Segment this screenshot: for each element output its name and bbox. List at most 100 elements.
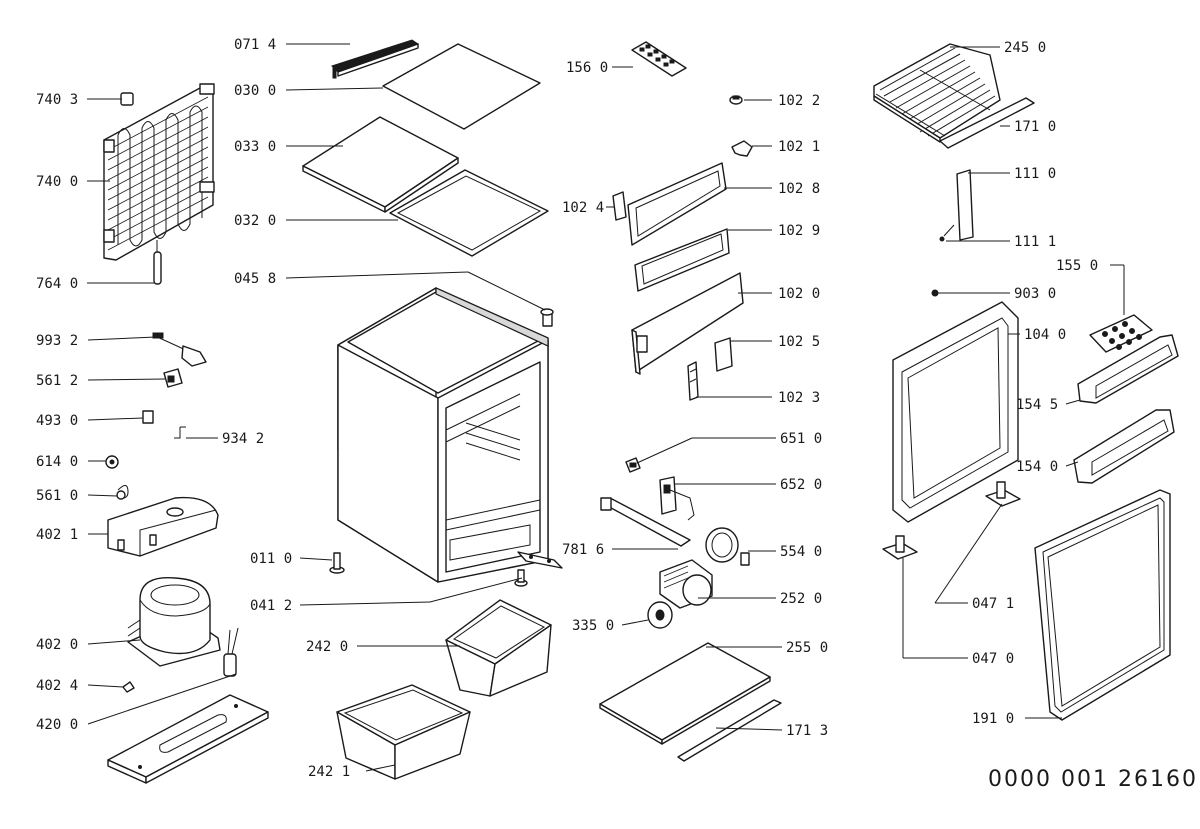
door-shelf-upper-drawing [1077, 334, 1179, 404]
part-labels: 740 3 740 0 764 0 993 2 561 2 493 0 934 … [36, 37, 1198, 792]
power-cable-drawing [152, 332, 207, 367]
label-554-0: 554 0 [780, 544, 822, 560]
label-032-0: 032 0 [234, 213, 276, 229]
dial-drawing [647, 601, 673, 629]
label-154-5: 154 5 [1016, 397, 1058, 413]
compressor-drawing [127, 576, 221, 667]
label-993-2: 993 2 [36, 333, 78, 349]
egg-tray-drawing [1089, 314, 1153, 353]
cabinet-drawing [337, 287, 549, 583]
front-trim-drawing [331, 39, 420, 79]
label-171-3: 171 3 [786, 723, 828, 739]
compressor-bracket-drawing [107, 496, 219, 557]
label-102-8: 102 8 [778, 181, 820, 197]
label-420-0: 420 0 [36, 717, 78, 733]
label-191-0: 191 0 [972, 711, 1014, 727]
base-plate-drawing [107, 694, 269, 784]
label-102-0: 102 0 [778, 286, 820, 302]
top-frame-drawing [389, 169, 549, 257]
top-panel-drawing [302, 116, 459, 213]
label-764-0: 764 0 [36, 276, 78, 292]
terminal-cover-drawing [116, 485, 129, 500]
label-102-1: 102 1 [778, 139, 820, 155]
door-handle-drawing [956, 169, 974, 241]
compressor-clip-drawing [122, 681, 135, 693]
label-740-3: 740 3 [36, 92, 78, 108]
label-011-0: 011 0 [250, 551, 292, 567]
freezer-door-latch-drawing [687, 361, 699, 401]
thermostat-housing-drawing [659, 559, 713, 609]
label-781-6: 781 6 [562, 542, 604, 558]
handle-screw-drawing [939, 224, 955, 242]
label-614-0: 614 0 [36, 454, 78, 470]
label-111-1: 111 1 [1014, 234, 1056, 250]
label-102-4: 102 4 [562, 200, 604, 216]
crisper-large-drawing [336, 684, 471, 780]
freezer-door-flap-drawing [714, 337, 733, 372]
label-111-0: 111 0 [1014, 166, 1056, 182]
thermostat-knob-drawing [705, 527, 750, 566]
label-102-2: 102 2 [778, 93, 820, 109]
part-illustrations [103, 39, 1179, 784]
door-gasket-drawing [1034, 489, 1171, 721]
label-402-0: 402 0 [36, 637, 78, 653]
cover-cap-drawing [931, 289, 939, 297]
label-242-0: 242 0 [306, 639, 348, 655]
label-561-0: 561 0 [36, 488, 78, 504]
adjustable-foot-drawing [329, 552, 345, 574]
label-934-2: 934 2 [222, 431, 264, 447]
crisper-small-drawing [445, 599, 552, 697]
freezer-door-seal-drawing [634, 228, 730, 292]
worktop-drawing [382, 43, 541, 130]
hinge-bushing-upper-drawing [985, 481, 1021, 507]
dryer-filter-drawing [153, 240, 162, 285]
door-drawing [892, 301, 1019, 523]
hinge-pin-drawing [540, 308, 554, 327]
condenser-drawing [103, 83, 215, 261]
hinge-bushing-lower-drawing [882, 535, 918, 560]
wire-shelf-drawing [873, 43, 1001, 143]
label-033-0: 033 0 [234, 139, 276, 155]
label-071-4: 071 4 [234, 37, 276, 53]
label-155-0: 155 0 [1056, 258, 1098, 274]
condenser-clip-drawing [120, 92, 134, 106]
label-402-1: 402 1 [36, 527, 78, 543]
thermostat-drawing [659, 476, 695, 521]
relay-drawing [163, 368, 183, 388]
freezer-door-gasket-frame-drawing [627, 162, 727, 246]
label-255-0: 255 0 [786, 640, 828, 656]
label-561-2: 561 2 [36, 373, 78, 389]
capacitor-drawing [223, 627, 239, 677]
freezer-door-knob-drawing [729, 95, 743, 105]
label-335-0: 335 0 [572, 618, 614, 634]
label-102-9: 102 9 [778, 223, 820, 239]
label-156-0: 156 0 [566, 60, 608, 76]
label-245-0: 245 0 [1004, 40, 1046, 56]
label-651-0: 651 0 [780, 431, 822, 447]
label-171-0: 171 0 [1014, 119, 1056, 135]
label-402-4: 402 4 [36, 678, 78, 694]
label-045-8: 045 8 [234, 271, 276, 287]
freezer-door-drawing [631, 272, 744, 375]
drawing-number: 0000 001 26160 [988, 767, 1198, 792]
label-030-0: 030 0 [234, 83, 276, 99]
label-102-5: 102 5 [778, 334, 820, 350]
door-shelf-lower-drawing [1073, 409, 1175, 484]
label-903-0: 903 0 [1014, 286, 1056, 302]
label-047-1: 047 1 [972, 596, 1014, 612]
label-740-0: 740 0 [36, 174, 78, 190]
leader-lines [87, 43, 1125, 772]
label-493-0: 493 0 [36, 413, 78, 429]
label-104-0: 104 0 [1024, 327, 1066, 343]
label-102-3: 102 3 [778, 390, 820, 406]
label-154-0: 154 0 [1016, 459, 1058, 475]
shelf-front-strip-drawing [939, 97, 1035, 149]
label-252-0: 252 0 [780, 591, 822, 607]
ice-tray-drawing [631, 41, 687, 77]
shelf-trim-drawing [677, 699, 782, 762]
label-047-0: 047 0 [972, 651, 1014, 667]
lamp-drawing [625, 457, 641, 473]
lower-hinge-drawing [514, 551, 563, 587]
label-041-2: 041 2 [250, 598, 292, 614]
